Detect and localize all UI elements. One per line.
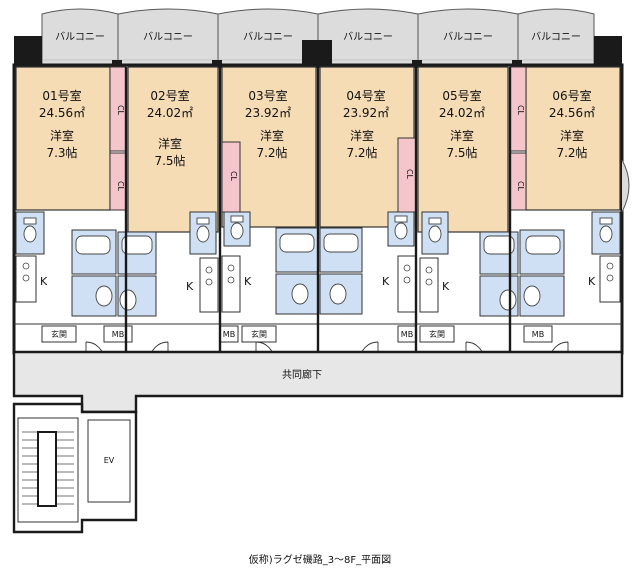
closet-label-5: CL: [516, 105, 525, 116]
unit-02-size: 7.5帖: [154, 153, 185, 168]
entrance-label-2: 玄関: [251, 329, 267, 339]
kitchen-label-5: K: [442, 280, 450, 293]
kitchen-label-1: K: [40, 275, 48, 288]
room-06: [525, 66, 621, 211]
closet-label-2: CL: [116, 181, 125, 192]
unit-02-name: 02号室: [150, 88, 189, 103]
balcony-label-1: バルコニー: [55, 31, 105, 43]
side-window-bay: [621, 159, 630, 213]
entrance-label-1: 玄関: [51, 329, 67, 339]
closet-label-3: CL: [229, 171, 238, 182]
unit-04-area: 23.92㎡: [343, 106, 389, 120]
balcony-label-5: バルコニー: [443, 31, 493, 43]
balcony-6: [517, 8, 595, 66]
room-02: [127, 66, 219, 233]
kitchen-label-2: K: [186, 280, 194, 293]
unit-01-name: 01号室: [42, 88, 81, 103]
unit-01-room: 洋室: [50, 128, 74, 143]
closets: [109, 66, 527, 213]
plan-caption: 仮称)ラグゼ磯路_3～8F_平面図: [248, 555, 392, 566]
balcony-label-2: バルコニー: [143, 31, 193, 43]
unit-04-room: 洋室: [350, 128, 374, 143]
room-01: [15, 66, 111, 211]
meter-box-label-4: MB: [532, 330, 544, 339]
unit-04-name: 04号室: [346, 88, 385, 103]
unit-05-room: 洋室: [450, 128, 474, 143]
unit-02-room: 洋室: [158, 136, 182, 151]
unit-05-size: 7.5帖: [446, 145, 477, 160]
meter-box-label-1: MB: [112, 330, 124, 339]
fixtures: [23, 215, 613, 311]
balcony-label-3: バルコニー: [243, 31, 293, 43]
unit-03-name: 03号室: [248, 88, 287, 103]
unit-04-size: 7.2帖: [346, 145, 377, 160]
closet-label-1: CL: [116, 105, 125, 116]
corridor: [12, 350, 624, 414]
closet-label-4: CL: [405, 169, 414, 180]
kitchens: [15, 255, 621, 313]
stair-core: EV: [12, 402, 138, 534]
unit-05-area: 24.02㎡: [439, 106, 485, 120]
unit-01-size: 7.3帖: [46, 145, 77, 160]
unit-03-size: 7.2帖: [256, 145, 287, 160]
balcony-label-4: バルコニー: [343, 31, 393, 43]
balcony-label-6: バルコニー: [531, 31, 581, 43]
closet-label-6: CL: [516, 181, 525, 192]
unit-06-name: 06号室: [552, 88, 591, 103]
unit-06-size: 7.2帖: [556, 145, 587, 160]
room-labels: 01号室 24.56㎡ 洋室 7.3帖 02号室 24.02㎡ 洋室 7.5帖 …: [39, 88, 595, 168]
corridor-label: 共同廊下: [282, 368, 322, 381]
kitchen-label-6: K: [588, 275, 596, 288]
unit-06-room: 洋室: [560, 128, 584, 143]
unit-03-area: 23.92㎡: [245, 106, 291, 120]
rooms: [15, 66, 621, 233]
unit-03-room: 洋室: [260, 128, 284, 143]
unit-06-area: 24.56㎡: [549, 106, 595, 120]
meter-box-label-2: MB: [223, 330, 235, 339]
room-05: [417, 66, 509, 233]
kitchen-label-4: K: [382, 275, 390, 288]
unit-01-area: 24.56㎡: [39, 106, 85, 120]
entrance-label-3: 玄関: [429, 329, 445, 339]
unit-02-area: 24.02㎡: [147, 106, 193, 120]
elevator-label: EV: [104, 456, 115, 465]
unit-05-name: 05号室: [442, 88, 481, 103]
kitchen-label-3: K: [244, 275, 252, 288]
meter-box-label-3: MB: [401, 330, 413, 339]
balconies: バルコニー バルコニー バルコニー バルコニー バルコニー バルコニー: [41, 8, 595, 66]
